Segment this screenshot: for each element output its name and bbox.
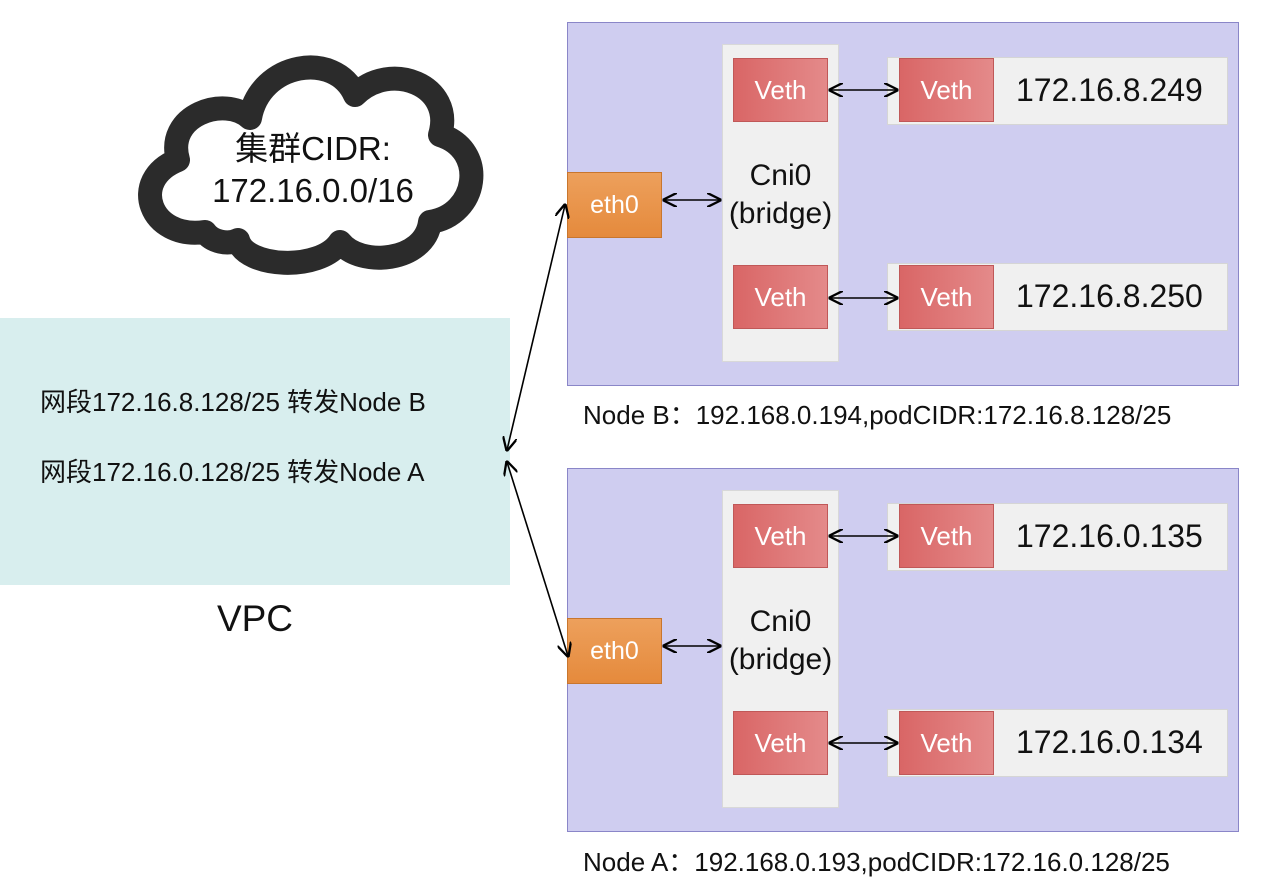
node-b-bridge-name: Cni0	[749, 159, 812, 192]
arrow-vpc-node-a	[507, 462, 568, 656]
node-b-eth0: eth0	[567, 172, 662, 238]
cluster-cidr-value: 172.16.0.0/16	[212, 172, 414, 209]
node-b-pod-1-ip: 172.16.8.249	[1016, 72, 1203, 108]
node-b-bridge-label: Cni0 (bridge)	[722, 155, 839, 235]
node-a-bridge-veth-2: Veth	[733, 711, 828, 775]
node-b-pod-2-ip: 172.16.8.250	[1016, 278, 1203, 314]
vpc-route-node-b: 网段172.16.8.128/25 转发Node B	[40, 387, 426, 417]
cluster-cidr-label: 集群CIDR: 172.16.0.0/16	[168, 120, 458, 220]
node-a-bridge-label: Cni0 (bridge)	[722, 601, 839, 681]
arrow-vpc-node-b	[507, 205, 565, 450]
node-b-bridge-veth-1: Veth	[733, 58, 828, 122]
vpc-label: VPC	[216, 598, 294, 639]
node-a-pod-2-ip: 172.16.0.134	[1016, 724, 1203, 760]
node-a-caption: Node A：192.168.0.193,podCIDR:172.16.0.12…	[583, 847, 1170, 877]
node-a-eth0: eth0	[567, 618, 662, 684]
node-a-bridge-veth-1: Veth	[733, 504, 828, 568]
node-a-bridge-type: (bridge)	[728, 643, 833, 676]
vpc-route-node-a: 网段172.16.0.128/25 转发Node A	[40, 457, 425, 487]
node-b-bridge-type: (bridge)	[728, 197, 833, 230]
cluster-cidr-title: 集群CIDR:	[235, 130, 391, 167]
vpc-box	[0, 318, 510, 585]
node-a-pod-1-ip: 172.16.0.135	[1016, 518, 1203, 554]
node-b-bridge-veth-2: Veth	[733, 265, 828, 329]
node-a-pod-2-veth: Veth	[899, 711, 994, 775]
node-a-bridge-name: Cni0	[749, 605, 812, 638]
node-b-pod-2-veth: Veth	[899, 265, 994, 329]
node-a-pod-1-veth: Veth	[899, 504, 994, 568]
node-b-caption: Node B：192.168.0.194,podCIDR:172.16.8.12…	[583, 400, 1172, 430]
node-b-pod-1-veth: Veth	[899, 58, 994, 122]
